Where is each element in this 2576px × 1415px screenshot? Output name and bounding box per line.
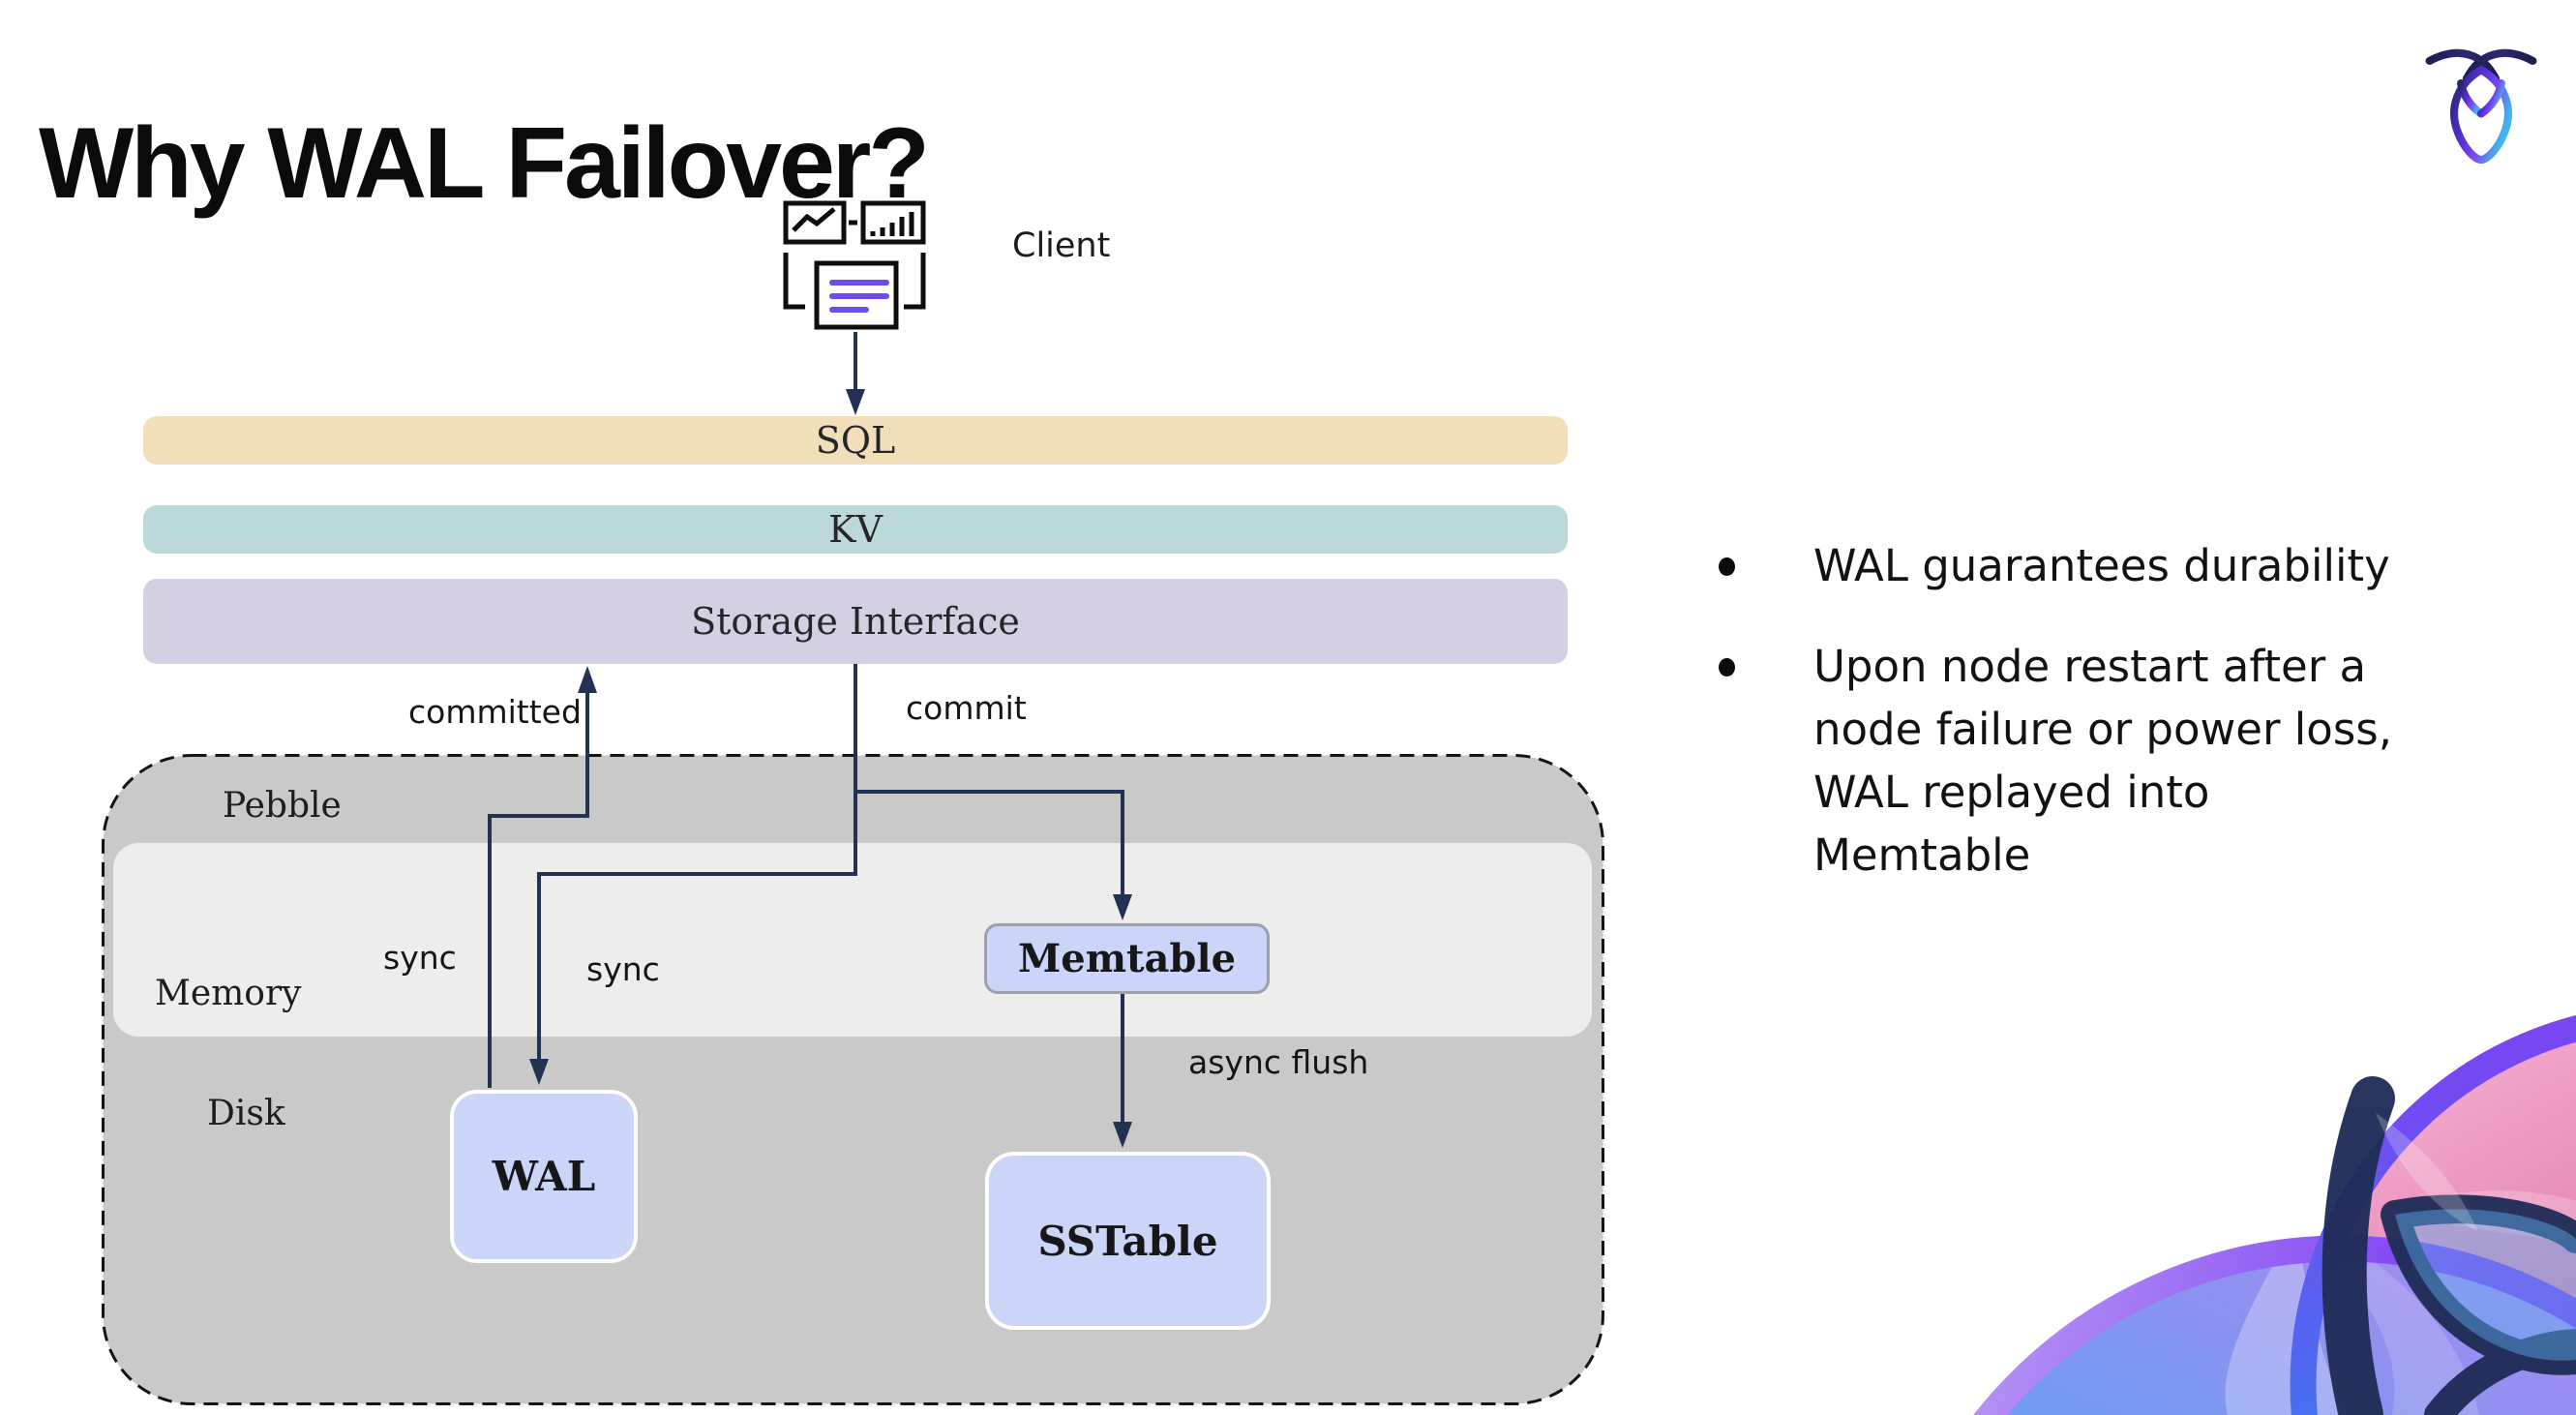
- layer-bar-kv: KV: [143, 505, 1568, 554]
- edge-commit: [855, 790, 1124, 896]
- edge-label-async-flush: async flush: [1188, 1043, 1369, 1081]
- edge-committed: [488, 691, 589, 1088]
- disk-region-label: Disk: [207, 1094, 285, 1133]
- client-label: Client: [1012, 226, 1111, 265]
- client-icon: [783, 200, 926, 330]
- pebble-label: Pebble: [223, 786, 342, 826]
- corner-brand-art: [1973, 1015, 2576, 1415]
- arrowhead-sync: [529, 1059, 549, 1085]
- edge-label-committed: committed: [408, 693, 582, 731]
- edge-label-sync-right: sync: [586, 950, 660, 988]
- layer-bar-sql: SQL: [143, 416, 1568, 465]
- layer-bar-storage-interface: Storage Interface: [143, 579, 1568, 664]
- memory-region-label: Memory: [155, 974, 302, 1013]
- arrowhead-client-sql: [846, 389, 865, 415]
- edge-label-commit: commit: [906, 689, 1027, 727]
- edge-sync: [537, 664, 857, 1061]
- edge-label-sync-left: sync: [383, 939, 457, 977]
- arrowhead-committed: [578, 666, 597, 693]
- arrowhead-commit: [1113, 894, 1132, 920]
- bullet-item: WAL guarantees durability: [1715, 534, 2431, 597]
- arrowhead-async-flush: [1113, 1122, 1132, 1148]
- memtable-node: Memtable: [984, 923, 1270, 994]
- sstable-node: SSTable: [985, 1152, 1271, 1330]
- wal-node: WAL: [450, 1090, 638, 1263]
- bullet-list: WAL guarantees durability Upon node rest…: [1715, 534, 2431, 887]
- bullet-item: Upon node restart after a node failure o…: [1715, 635, 2431, 887]
- page-title: Why WAL Failover?: [39, 106, 930, 220]
- cockroachdb-logo-icon: [2425, 48, 2537, 165]
